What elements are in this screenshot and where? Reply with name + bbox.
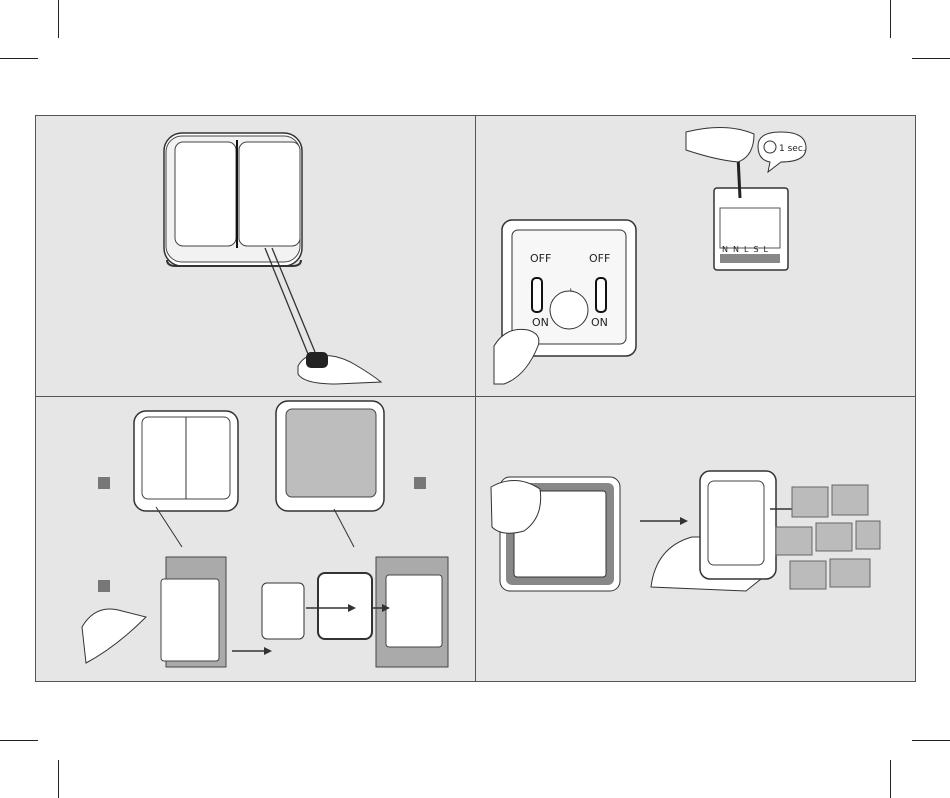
timer-label: 1 sec.: [779, 144, 806, 154]
remove-rocker-illustration: [36, 116, 476, 397]
label-off-left: OFF: [530, 252, 551, 265]
label-on-left: ON: [532, 316, 549, 329]
crop-mark: [58, 0, 59, 38]
crop-mark: [912, 740, 950, 741]
label-off-right: OFF: [589, 252, 610, 265]
crop-mark: [890, 0, 891, 38]
crop-mark: [0, 58, 38, 59]
crop-mark: [58, 760, 59, 798]
mounting-illustration: [476, 397, 916, 682]
panel-disassembly: [35, 396, 476, 682]
step-marker-icon: [414, 477, 426, 489]
panel-mounting: [475, 396, 916, 682]
crop-mark: [890, 760, 891, 798]
crop-mark: [912, 58, 950, 59]
step-marker-icon: [98, 477, 110, 489]
label-on-right: ON: [591, 316, 608, 329]
disassembly-illustration: [36, 397, 476, 682]
panel-remove-rocker: [35, 115, 476, 397]
crop-mark: [0, 740, 38, 741]
step-marker-icon: [98, 580, 110, 592]
